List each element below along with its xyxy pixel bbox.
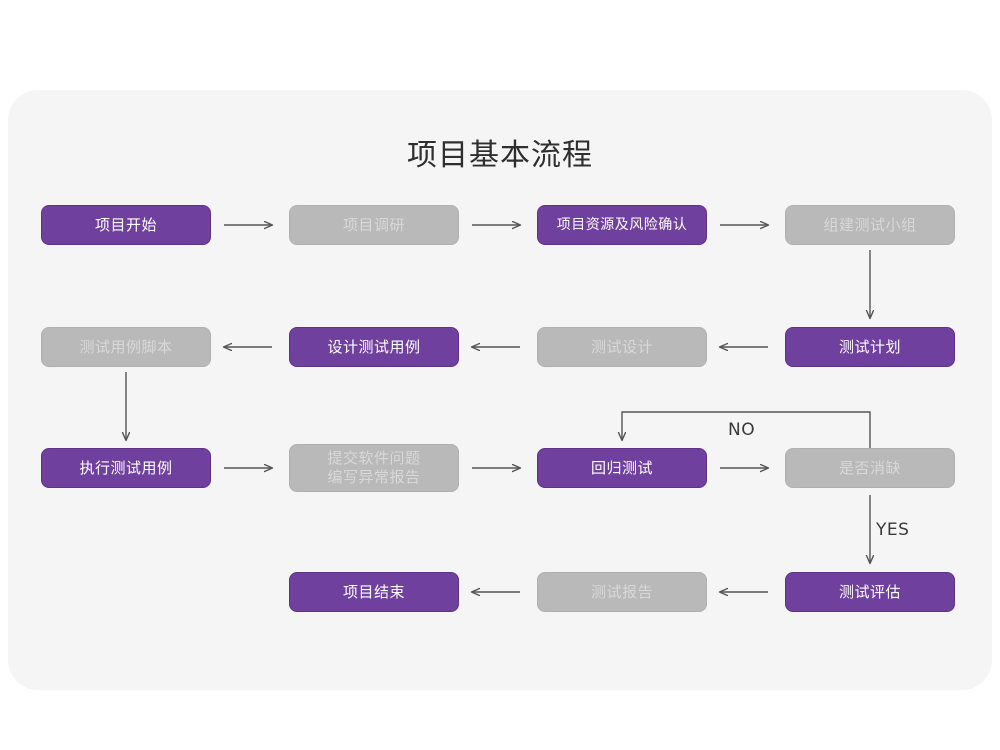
- node-test-report[interactable]: 测试报告: [537, 572, 707, 612]
- node-project-end[interactable]: 项目结束: [289, 572, 459, 612]
- node-execute-test-case[interactable]: 执行测试用例: [41, 448, 211, 488]
- node-project-research[interactable]: 项目调研: [289, 205, 459, 245]
- node-regression-test[interactable]: 回归测试: [537, 448, 707, 488]
- node-project-start[interactable]: 项目开始: [41, 205, 211, 245]
- node-test-evaluation[interactable]: 测试评估: [785, 572, 955, 612]
- node-submit-issue-report[interactable]: 提交软件问题 编写异常报告: [289, 444, 459, 492]
- node-defect-resolved-decision[interactable]: 是否消缺: [785, 448, 955, 488]
- node-test-case-script[interactable]: 测试用例脚本: [41, 327, 211, 367]
- edge-label-yes: YES: [876, 520, 910, 540]
- edge-label-no: NO: [728, 420, 756, 440]
- node-resource-risk-confirm[interactable]: 项目资源及风险确认: [537, 205, 707, 245]
- page-title: 项目基本流程: [407, 138, 593, 173]
- node-form-test-team[interactable]: 组建测试小组: [785, 205, 955, 245]
- node-test-plan[interactable]: 测试计划: [785, 327, 955, 367]
- node-test-design[interactable]: 测试设计: [537, 327, 707, 367]
- node-design-test-case[interactable]: 设计测试用例: [289, 327, 459, 367]
